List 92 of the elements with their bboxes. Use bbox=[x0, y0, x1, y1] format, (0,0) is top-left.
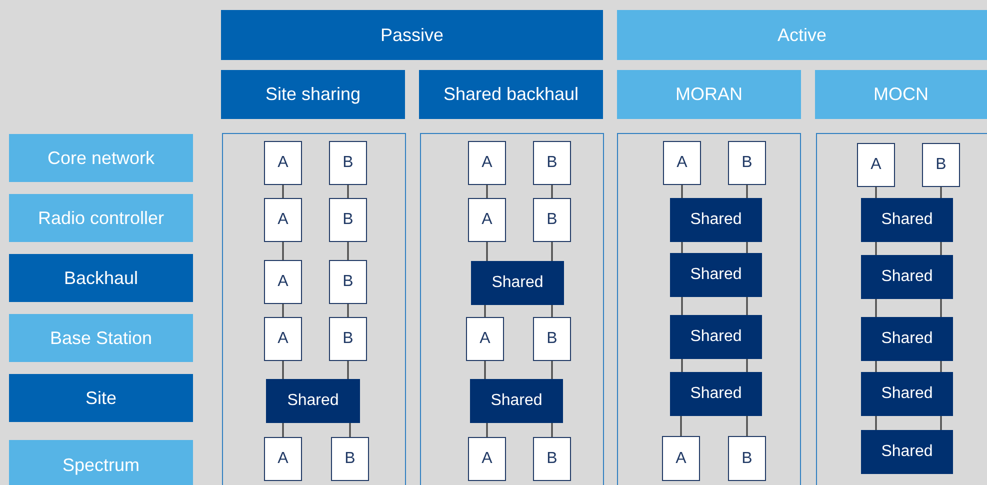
category-header: Active bbox=[617, 10, 987, 60]
operator-box: A bbox=[468, 437, 506, 481]
connector-line bbox=[681, 242, 683, 253]
operator-box: A bbox=[663, 141, 701, 185]
layer-label: Base Station bbox=[9, 314, 193, 362]
operator-box: B bbox=[728, 141, 766, 185]
connector-line bbox=[484, 361, 486, 379]
shared-box: Shared bbox=[861, 372, 953, 416]
connector-line bbox=[282, 242, 284, 260]
shared-box: Shared bbox=[861, 430, 953, 474]
connector-line bbox=[486, 242, 488, 261]
operator-box: A bbox=[466, 317, 504, 361]
connector-line bbox=[681, 297, 683, 315]
operator-box: B bbox=[922, 143, 960, 187]
operator-box: B bbox=[533, 141, 571, 185]
connector-line bbox=[349, 423, 351, 437]
connector-line bbox=[681, 359, 683, 372]
layer-label: Site bbox=[9, 374, 193, 422]
column-panel bbox=[222, 133, 406, 485]
connector-line bbox=[347, 242, 349, 260]
operator-box: A bbox=[264, 198, 302, 242]
layer-label: Radio controller bbox=[9, 194, 193, 242]
sharing-type-header: MOCN bbox=[815, 70, 987, 119]
connector-line bbox=[282, 185, 284, 198]
shared-box: Shared bbox=[670, 198, 762, 242]
connector-line bbox=[347, 185, 349, 198]
shared-box: Shared bbox=[861, 198, 953, 242]
connector-line bbox=[875, 187, 877, 198]
shared-box: Shared bbox=[670, 253, 762, 297]
column-panel bbox=[816, 133, 987, 485]
operator-box: A bbox=[264, 260, 302, 304]
operator-box: A bbox=[264, 141, 302, 185]
connector-line bbox=[681, 185, 683, 198]
sharing-type-header: MORAN bbox=[617, 70, 801, 119]
operator-box: B bbox=[728, 436, 766, 481]
shared-box: Shared bbox=[670, 315, 762, 359]
operator-box: B bbox=[329, 198, 367, 242]
shared-box: Shared bbox=[861, 255, 953, 299]
connector-line bbox=[551, 185, 553, 198]
connector-line bbox=[875, 416, 877, 430]
operator-box: B bbox=[329, 317, 367, 361]
shared-box: Shared bbox=[670, 372, 762, 416]
connector-line bbox=[486, 423, 488, 437]
operator-box: A bbox=[264, 437, 302, 481]
connector-line bbox=[940, 299, 942, 317]
connector-line bbox=[486, 185, 488, 198]
connector-line bbox=[551, 242, 553, 261]
connector-line bbox=[875, 242, 877, 255]
connector-line bbox=[746, 242, 748, 253]
connector-line bbox=[282, 304, 284, 317]
connector-line bbox=[484, 305, 486, 317]
connector-line bbox=[551, 423, 553, 437]
connector-line bbox=[940, 242, 942, 255]
connector-line bbox=[680, 416, 682, 436]
operator-box: A bbox=[468, 141, 506, 185]
operator-box: B bbox=[331, 437, 369, 481]
category-header: Passive bbox=[221, 10, 603, 60]
operator-box: A bbox=[857, 143, 895, 187]
connector-line bbox=[875, 299, 877, 317]
shared-box: Shared bbox=[471, 261, 564, 305]
connector-line bbox=[746, 297, 748, 315]
connector-line bbox=[746, 359, 748, 372]
connector-line bbox=[940, 416, 942, 430]
connector-line bbox=[282, 361, 284, 379]
connector-line bbox=[940, 187, 942, 198]
connector-line bbox=[875, 361, 877, 372]
shared-box: Shared bbox=[861, 317, 953, 361]
shared-box: Shared bbox=[266, 379, 360, 423]
connector-line bbox=[347, 304, 349, 317]
connector-line bbox=[551, 361, 553, 379]
connector-line bbox=[746, 416, 748, 436]
sharing-type-header: Site sharing bbox=[221, 70, 405, 119]
connector-line bbox=[282, 423, 284, 437]
connector-line bbox=[940, 361, 942, 372]
layer-label: Core network bbox=[9, 134, 193, 182]
sharing-type-header: Shared backhaul bbox=[419, 70, 603, 119]
operator-box: A bbox=[662, 436, 700, 481]
layer-label: Backhaul bbox=[9, 254, 193, 302]
operator-box: B bbox=[329, 260, 367, 304]
operator-box: A bbox=[264, 317, 302, 361]
column-panel bbox=[617, 133, 801, 485]
operator-box: B bbox=[533, 198, 571, 242]
operator-box: B bbox=[533, 437, 571, 481]
connector-line bbox=[551, 305, 553, 317]
connector-line bbox=[746, 185, 748, 198]
connector-line bbox=[347, 361, 349, 379]
operator-box: B bbox=[329, 141, 367, 185]
layer-label: Spectrum bbox=[9, 440, 193, 485]
shared-box: Shared bbox=[470, 379, 563, 423]
column-panel bbox=[420, 133, 604, 485]
operator-box: B bbox=[533, 317, 571, 361]
operator-box: A bbox=[468, 198, 506, 242]
